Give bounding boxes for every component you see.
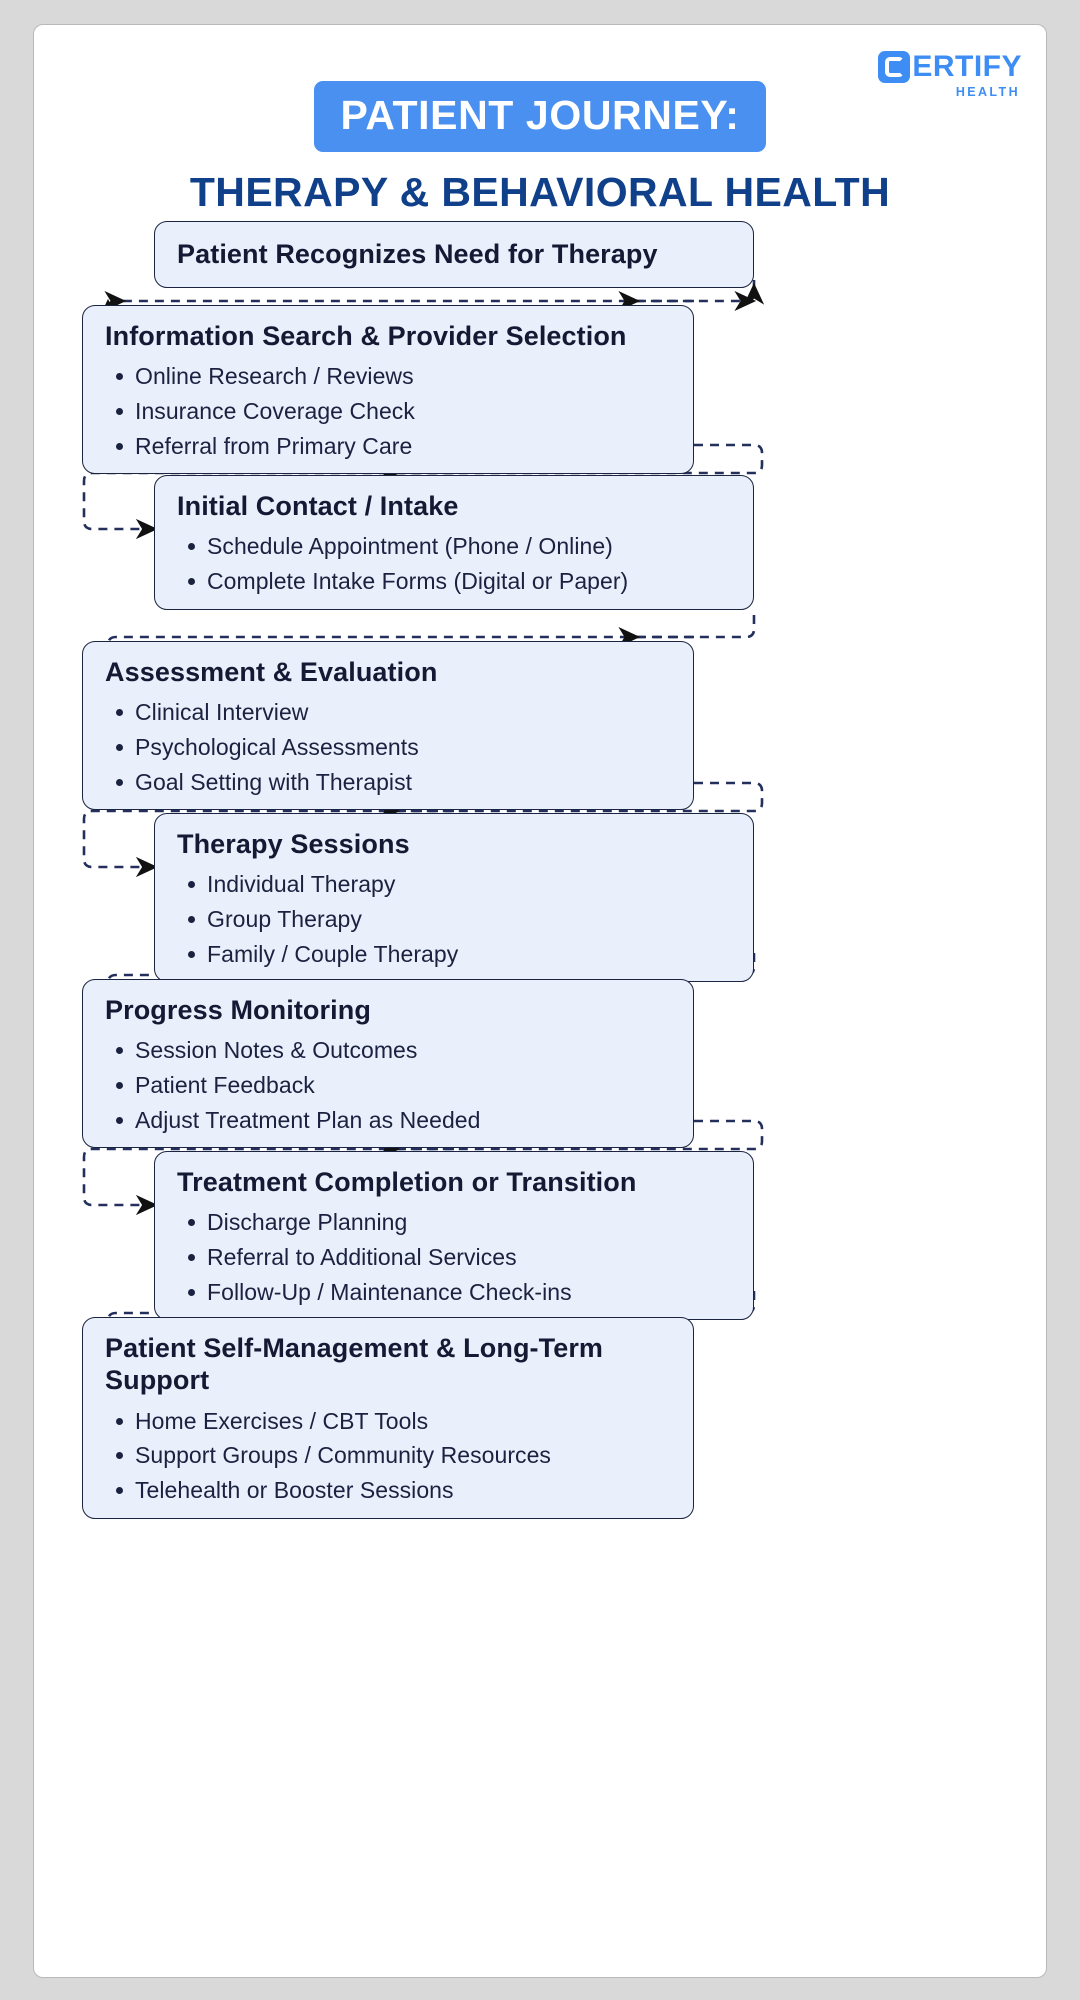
list-item: Adjust Treatment Plan as Needed — [116, 1107, 673, 1134]
list-item: Clinical Interview — [116, 699, 673, 726]
node-title: Treatment Completion or Transition — [177, 1167, 637, 1197]
node-title: Information Search & Provider Selection — [105, 321, 627, 351]
infographic-canvas: ERTIFY HEALTH PATIENT JOURNEY: THERAPY &… — [33, 24, 1047, 1978]
list-item: Individual Therapy — [188, 871, 733, 898]
list-item: Patient Feedback — [116, 1072, 673, 1099]
certify-c-icon — [878, 51, 911, 83]
flow-node-initial-contact[interactable]: Initial Contact / Intake Schedule Appoin… — [154, 475, 754, 610]
node-title: Patient Recognizes Need for Therapy — [177, 239, 658, 269]
node-title: Therapy Sessions — [177, 829, 410, 859]
list-item: Psychological Assessments — [116, 734, 673, 761]
title-pill: PATIENT JOURNEY: — [314, 81, 766, 152]
logo-subtitle: HEALTH — [955, 85, 1020, 99]
flow-node-information-search[interactable]: Information Search & Provider Selection … — [82, 305, 694, 475]
list-item: Schedule Appointment (Phone / Online) — [188, 533, 733, 560]
node-item-list: Session Notes & Outcomes Patient Feedbac… — [105, 1037, 673, 1133]
node-item-list: Discharge Planning Referral to Additiona… — [177, 1209, 733, 1305]
title-subheading: THERAPY & BEHAVIORAL HEALTH — [189, 169, 891, 215]
flow-node-progress-monitoring[interactable]: Progress Monitoring Session Notes & Outc… — [82, 979, 694, 1149]
certify-health-logo: ERTIFY HEALTH — [878, 51, 1022, 99]
node-title: Initial Contact / Intake — [177, 491, 459, 521]
list-item: Telehealth or Booster Sessions — [116, 1477, 673, 1504]
list-item: Follow-Up / Maintenance Check-ins — [188, 1279, 733, 1306]
flow-node-assessment-evaluation[interactable]: Assessment & Evaluation Clinical Intervi… — [82, 641, 694, 811]
node-title: Progress Monitoring — [105, 995, 371, 1025]
node-item-list: Home Exercises / CBT Tools Support Group… — [105, 1408, 673, 1504]
flow-node-recognize-need[interactable]: Patient Recognizes Need for Therapy — [154, 221, 754, 289]
list-item: Referral from Primary Care — [116, 433, 673, 460]
flow-diagram: Patient Recognizes Need for Therapy Info… — [34, 25, 1046, 1977]
list-item: Home Exercises / CBT Tools — [116, 1408, 673, 1435]
list-item: Online Research / Reviews — [116, 363, 673, 390]
node-item-list: Individual Therapy Group Therapy Family … — [177, 871, 733, 967]
flow-node-treatment-completion[interactable]: Treatment Completion or Transition Disch… — [154, 1151, 754, 1321]
node-title: Patient Self-Management & Long-Term Supp… — [105, 1333, 604, 1396]
list-item: Family / Couple Therapy — [188, 941, 733, 968]
list-item: Support Groups / Community Resources — [116, 1442, 673, 1469]
logo-wordmark: ERTIFY — [912, 50, 1022, 83]
list-item: Session Notes & Outcomes — [116, 1037, 673, 1064]
list-item: Group Therapy — [188, 906, 733, 933]
list-item: Discharge Planning — [188, 1209, 733, 1236]
list-item: Complete Intake Forms (Digital or Paper) — [188, 568, 733, 595]
page-title: PATIENT JOURNEY: THERAPY & BEHAVIORAL HE… — [34, 81, 1046, 240]
list-item: Referral to Additional Services — [188, 1244, 733, 1271]
flow-node-therapy-sessions[interactable]: Therapy Sessions Individual Therapy Grou… — [154, 813, 754, 983]
list-item: Goal Setting with Therapist — [116, 769, 673, 796]
node-title: Assessment & Evaluation — [105, 657, 438, 687]
node-item-list: Clinical Interview Psychological Assessm… — [105, 699, 673, 795]
flow-node-self-management[interactable]: Patient Self-Management & Long-Term Supp… — [82, 1317, 694, 1519]
list-item: Insurance Coverage Check — [116, 398, 673, 425]
node-item-list: Online Research / Reviews Insurance Cove… — [105, 363, 673, 459]
node-item-list: Schedule Appointment (Phone / Online) Co… — [177, 533, 733, 594]
